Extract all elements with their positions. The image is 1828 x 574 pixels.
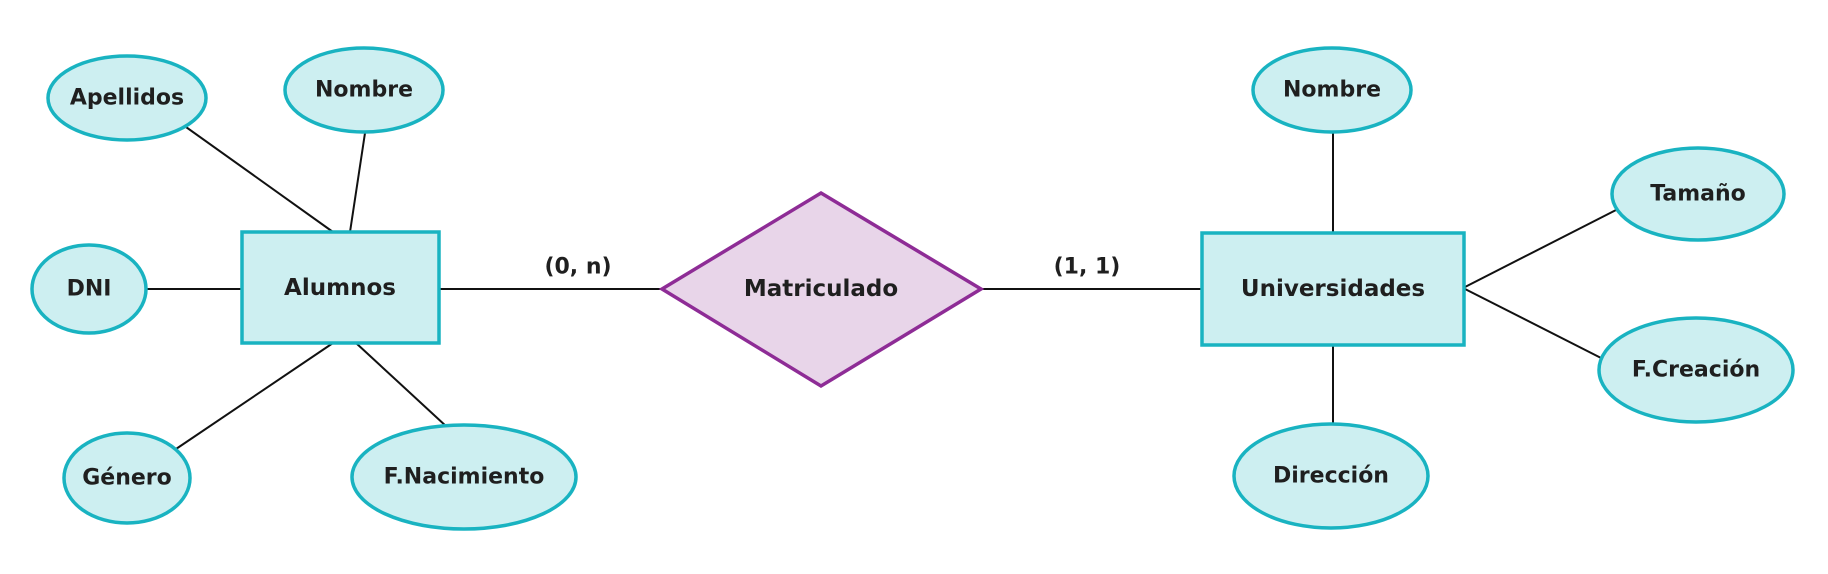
attribute-direccion: Dirección <box>1232 422 1430 530</box>
entity-universidades-label: Universidades <box>1241 276 1425 302</box>
attribute-direccion-ellipse <box>1232 422 1430 530</box>
attribute-tamano: Tamaño <box>1610 146 1786 242</box>
relationship-matriculado-diamond <box>658 190 985 389</box>
attribute-tamano-ellipse <box>1610 146 1786 242</box>
line-fnacimiento-alumnos <box>355 342 448 428</box>
attribute-apellidos-label: Apellidos <box>70 86 184 111</box>
attribute-genero: Género <box>62 431 192 525</box>
attribute-dni-ellipse <box>30 243 148 335</box>
relationship-matriculado: Matriculado <box>658 190 985 389</box>
attribute-f-nacimiento: F.Nacimiento <box>350 423 578 531</box>
attribute-f-nacimiento-label: F.Nacimiento <box>384 465 545 490</box>
attribute-universidades-nombre-ellipse <box>1251 46 1413 134</box>
entity-alumnos-box <box>240 230 441 345</box>
attribute-f-creacion: F.Creación <box>1597 316 1795 424</box>
attribute-f-nacimiento-ellipse <box>350 423 578 531</box>
entity-universidades-box <box>1200 231 1466 347</box>
attribute-dni-label: DNI <box>67 277 112 302</box>
attribute-genero-label: Género <box>82 466 172 491</box>
entity-alumnos: Alumnos <box>240 230 441 345</box>
attribute-apellidos-ellipse <box>46 54 208 142</box>
entity-universidades: Universidades <box>1200 231 1466 347</box>
attribute-tamano-label: Tamaño <box>1650 182 1746 207</box>
line-fcreacion-universidades <box>1464 288 1606 361</box>
attribute-universidades-nombre-label: Nombre <box>1283 78 1381 103</box>
attribute-apellidos: Apellidos <box>46 54 208 142</box>
attribute-universidades-nombre: Nombre <box>1251 46 1413 134</box>
attribute-dni: DNI <box>30 243 148 335</box>
attribute-alumnos-nombre-label: Nombre <box>315 78 413 103</box>
cardinality-universidades-label: (1, 1) <box>1054 255 1121 280</box>
attribute-alumnos-nombre-ellipse <box>283 46 445 134</box>
attribute-f-creacion-ellipse <box>1597 316 1795 424</box>
attribute-f-creacion-label: F.Creación <box>1632 358 1760 383</box>
line-tamano-universidades <box>1464 208 1619 288</box>
attribute-genero-ellipse <box>62 431 192 525</box>
attribute-alumnos-nombre: Nombre <box>283 46 445 134</box>
cardinality-alumnos-label: (0, n) <box>544 255 611 280</box>
line-nombre-alumnos <box>349 132 366 233</box>
relationship-matriculado-label: Matriculado <box>744 276 898 302</box>
line-apellidos-alumnos <box>185 126 334 233</box>
connector-lines <box>147 126 1619 450</box>
line-genero-alumnos <box>175 342 334 450</box>
attribute-direccion-label: Dirección <box>1273 464 1389 489</box>
entity-alumnos-label: Alumnos <box>284 275 396 301</box>
